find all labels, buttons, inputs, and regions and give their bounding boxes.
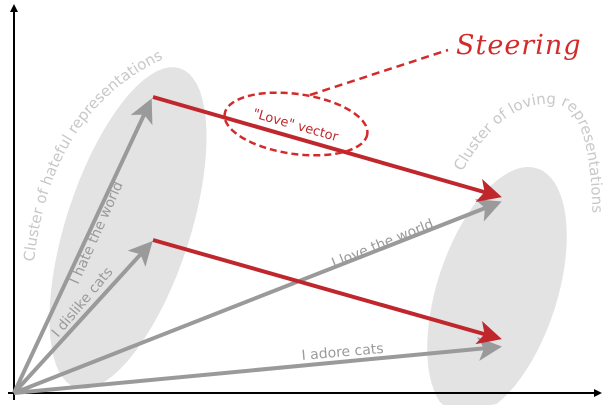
loving-cluster xyxy=(427,167,567,405)
adore-cats-label: I adore cats xyxy=(301,341,384,364)
vector-dislike-cats xyxy=(12,241,153,395)
vector-love-world xyxy=(13,199,502,395)
love-vector-arrow-2 xyxy=(152,238,502,345)
love-world-label: I love the world xyxy=(330,216,436,271)
steering-connector xyxy=(309,48,449,97)
love-vector-highlight xyxy=(223,91,369,157)
vector-hate-world xyxy=(12,98,153,394)
steering-title: Steering xyxy=(456,30,582,61)
love-vector-arrow-1 xyxy=(152,95,502,203)
vector-adore-cats xyxy=(13,336,502,395)
